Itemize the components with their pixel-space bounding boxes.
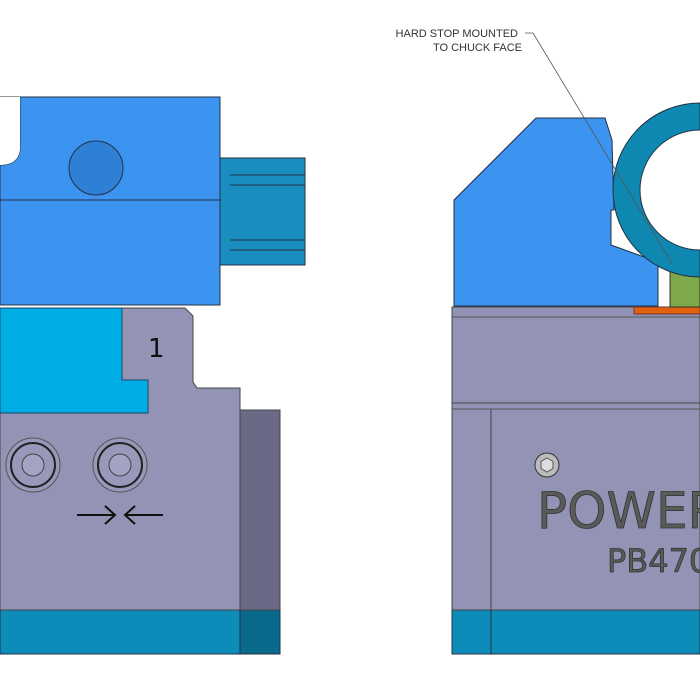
model-engraving: PB470 bbox=[607, 542, 700, 580]
base-plate bbox=[0, 609, 241, 655]
left-view: 1 bbox=[0, 96, 306, 655]
side-pin-block bbox=[219, 157, 306, 266]
base-plate bbox=[451, 609, 700, 655]
right-view: POWER PB470 bbox=[451, 102, 700, 655]
callout-line-1: HARD STOP MOUNTED bbox=[396, 28, 518, 40]
brand-engraving: POWER bbox=[537, 482, 700, 540]
leader-line bbox=[525, 32, 674, 266]
soft-jaw bbox=[453, 117, 659, 307]
chuck-body-upper bbox=[451, 306, 700, 404]
workpiece-ring bbox=[612, 102, 700, 278]
base-plate-side bbox=[239, 609, 281, 655]
top-jaw bbox=[0, 307, 149, 414]
soft-jaw bbox=[0, 96, 221, 306]
callout-line-2: TO CHUCK FACE bbox=[433, 42, 522, 54]
socket-screw-2 bbox=[92, 437, 148, 493]
callout: HARD STOP MOUNTED TO CHUCK FACE bbox=[396, 28, 674, 266]
socket-screw-1 bbox=[5, 437, 61, 493]
jaw-number-label: 1 bbox=[148, 334, 165, 364]
chuck-body-lower bbox=[451, 402, 700, 611]
jaw-bore-hole bbox=[68, 140, 124, 196]
chuck-body-side bbox=[239, 409, 281, 611]
clamp-arrows-icon bbox=[77, 505, 163, 525]
orange-strip bbox=[633, 306, 700, 315]
